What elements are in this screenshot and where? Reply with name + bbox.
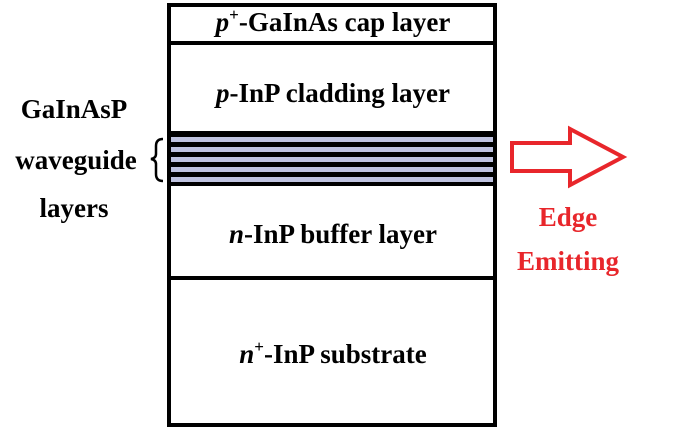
waveguide-label-line3: layers	[39, 193, 109, 223]
emission-label-line2: Emitting	[516, 246, 619, 276]
device-outline	[167, 3, 497, 427]
emission-label-line1: Edge	[538, 202, 598, 232]
cap-layer-label: p+-GaInAs cap layer	[215, 5, 451, 37]
cladding-layer-label: p-InP cladding layer	[215, 78, 451, 108]
right-arrow-icon	[510, 125, 628, 189]
substrate-layer-label: n+-InP substrate	[239, 337, 427, 369]
waveguide-stack	[169, 131, 495, 186]
left-brace-icon	[150, 137, 164, 183]
buffer-layer-label: n-InP buffer layer	[228, 219, 437, 249]
waveguide-label-line1: GaInAsP	[20, 94, 128, 124]
waveguide-label-line2: waveguide	[15, 145, 137, 175]
